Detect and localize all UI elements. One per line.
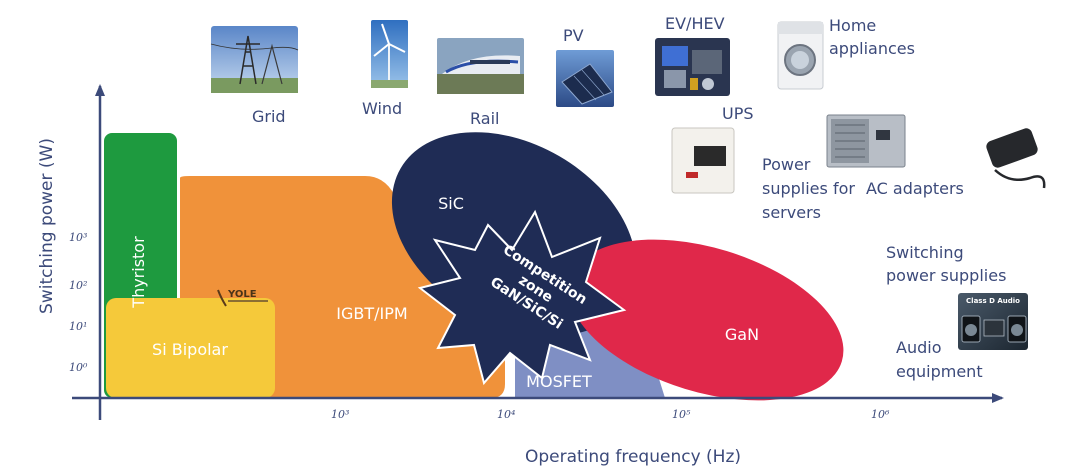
x-axis-title: Operating frequency (Hz) (525, 447, 741, 467)
psu-label-line-2: supplies for (762, 179, 855, 198)
ups-image (671, 127, 735, 194)
class-d-audio-badge: Class D Audio (966, 297, 1020, 305)
sic-label: SiC (438, 194, 464, 213)
y-tick-label: 10³ (69, 231, 87, 244)
ups-label: UPS (722, 104, 754, 123)
grid-label: Grid (252, 107, 286, 126)
server-psu-image (826, 114, 906, 168)
pv-image (556, 50, 614, 107)
ac-adapter-label: AC adapters (866, 179, 964, 198)
si-bipolar-region (106, 298, 275, 398)
psu-label-line-3: servers (762, 203, 821, 222)
switching-label-line-1: Switching (886, 243, 964, 262)
y-axis-title: Switching power (W) (37, 138, 57, 314)
igbt-label: IGBT/IPM (336, 304, 407, 323)
y-tick-label: 10⁰ (69, 361, 88, 374)
y-tick-label: 10¹ (69, 320, 87, 333)
ac-adapter-image (986, 128, 1046, 189)
rail-label: Rail (470, 109, 499, 128)
gan-region (568, 239, 844, 401)
thyristor-label: Thyristor (129, 236, 148, 309)
pv-label: PV (563, 26, 584, 45)
class-d-audio-image: Class D Audio (958, 293, 1028, 350)
ev-label: EV/HEV (665, 14, 725, 33)
x-tick-label: 10⁶ (871, 408, 890, 421)
x-tick-label: 10⁴ (497, 408, 515, 421)
audio-label-line-1: Audio (896, 338, 941, 357)
yole-logo-mark (217, 289, 227, 307)
psu-label-line-1: Power (762, 155, 811, 174)
competition-zone-star (417, 209, 627, 386)
washing-machine-image (777, 21, 824, 90)
x-tick-label: 10⁵ (672, 408, 691, 421)
mosfet-label: MOSFET (526, 372, 592, 391)
home-label-line-2: appliances (829, 39, 915, 58)
wind-image (371, 20, 408, 88)
x-tick-label: 10³ (331, 408, 349, 421)
home-label-line-1: Home (829, 16, 876, 35)
grid-image (210, 26, 299, 93)
ev-image (655, 38, 730, 96)
rail-image (437, 38, 524, 94)
gan-label: GaN (725, 325, 759, 344)
si-bipolar-label: Si Bipolar (152, 340, 228, 359)
yole-logo-text: YOLE (227, 289, 257, 300)
switching-label-line-2: power supplies (886, 266, 1006, 285)
wind-label: Wind (362, 99, 402, 118)
y-tick-label: 10² (69, 279, 87, 292)
yole-logo: YOLE (217, 289, 268, 307)
audio-label-line-2: equipment (896, 362, 983, 381)
